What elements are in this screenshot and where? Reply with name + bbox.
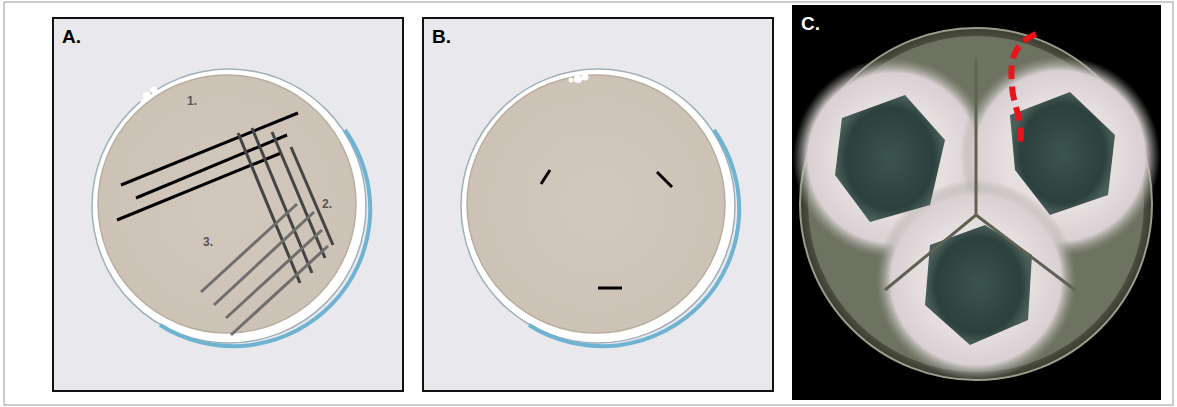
petri-dish-a <box>92 69 370 346</box>
streak-1 <box>117 113 298 220</box>
callout-number: 2. <box>322 198 332 210</box>
panel-a-frame <box>53 18 403 391</box>
panel-b-frame <box>423 18 773 391</box>
panel-letter: C. <box>801 14 820 33</box>
streak-3 <box>201 204 328 335</box>
callout-number: 1. <box>187 95 197 107</box>
petri-dish-b <box>461 69 739 346</box>
photo-background <box>792 5 1161 400</box>
outer-frame <box>4 2 1173 405</box>
panel-letter: B. <box>432 27 451 46</box>
streak-2 <box>238 128 333 283</box>
fungal-plate-photo <box>793 28 1160 380</box>
panel-letter: A. <box>62 27 81 46</box>
inoculation-marks <box>541 170 672 288</box>
callout-number: 3. <box>203 236 213 248</box>
red-dashed-line <box>1011 34 1036 142</box>
